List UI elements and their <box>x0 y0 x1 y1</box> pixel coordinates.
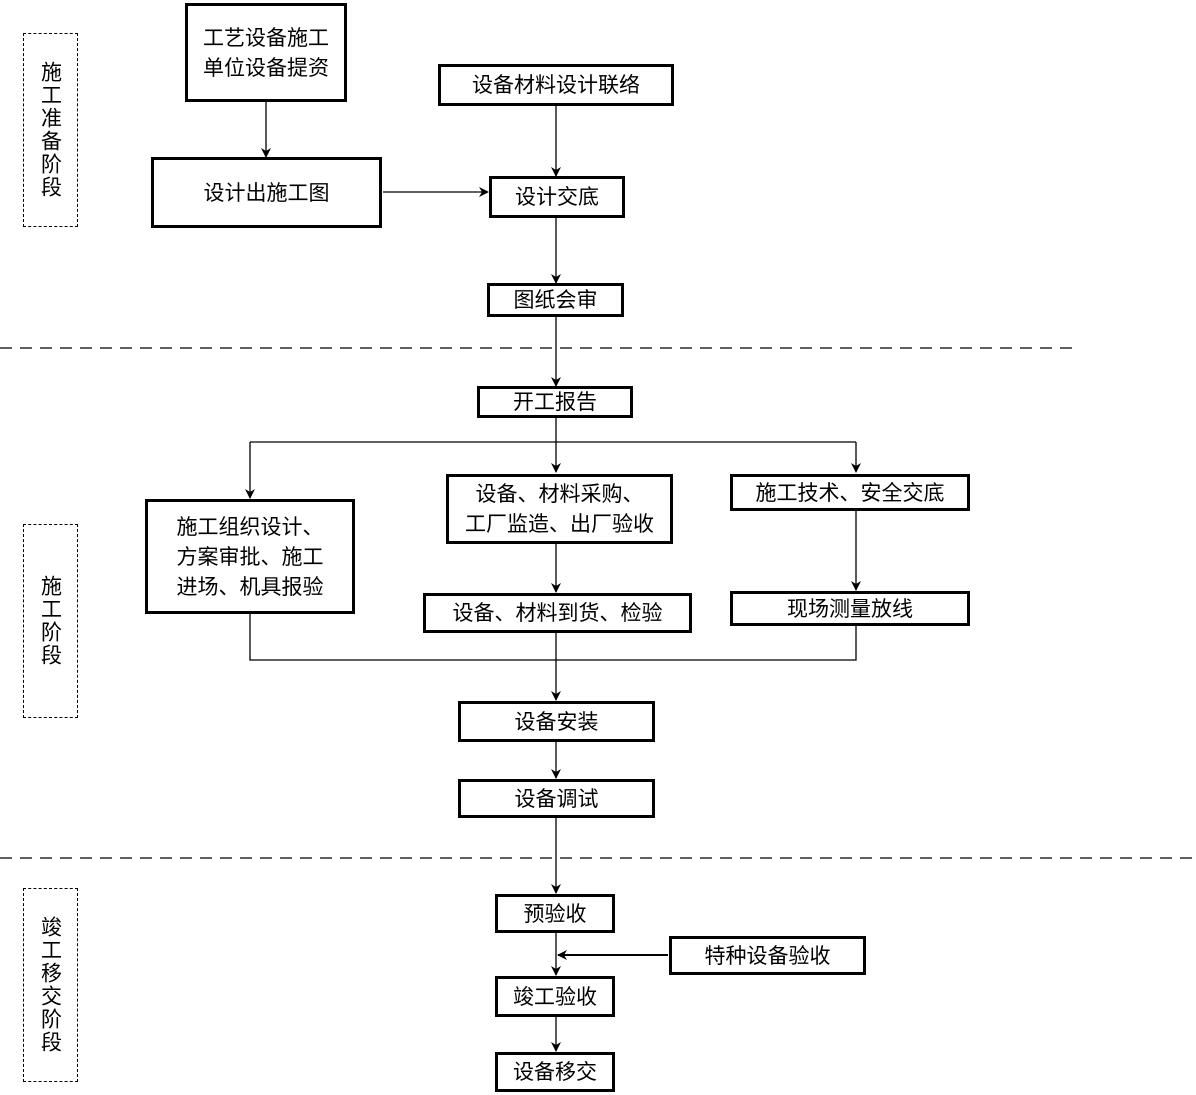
node-design-disclosure: 设计交底 <box>489 176 625 218</box>
node-handover: 设备移交 <box>495 1052 615 1092</box>
node-tech-safety-briefing: 施工技术、安全交底 <box>730 474 970 511</box>
stage-label-text: 施工准备阶段 <box>38 61 63 199</box>
node-commissioning: 设备调试 <box>458 779 655 818</box>
node-start-report: 开工报告 <box>477 386 633 418</box>
node-material-design-liaison: 设备材料设计联络 <box>438 64 674 106</box>
node-special-equip-acceptance: 特种设备验收 <box>669 936 866 975</box>
stage-label-text: 竣工移交阶段 <box>38 916 63 1054</box>
node-org-design: 施工组织设计、 方案审批、施工 进场、机具报验 <box>145 499 355 614</box>
node-completion-acceptance: 竣工验收 <box>495 976 615 1017</box>
node-installation: 设备安装 <box>458 701 655 742</box>
node-drawing-review: 图纸会审 <box>487 283 624 317</box>
stage-label-handover: 竣工移交阶段 <box>23 888 78 1082</box>
node-construction-drawings: 设计出施工图 <box>151 157 382 228</box>
node-equip-docs: 工艺设备施工 单位设备提资 <box>185 3 347 102</box>
stage-label-prep: 施工准备阶段 <box>23 33 78 227</box>
stage-label-text: 施工阶段 <box>38 575 63 667</box>
node-pre-acceptance: 预验收 <box>495 894 615 933</box>
node-procurement: 设备、材料采购、 工厂监造、出厂验收 <box>446 474 673 544</box>
edge-merge <box>249 613 857 661</box>
node-site-survey: 现场测量放线 <box>730 591 970 626</box>
node-arrival-inspection: 设备、材料到货、检验 <box>423 593 692 633</box>
stage-label-construction: 施工阶段 <box>23 524 78 718</box>
